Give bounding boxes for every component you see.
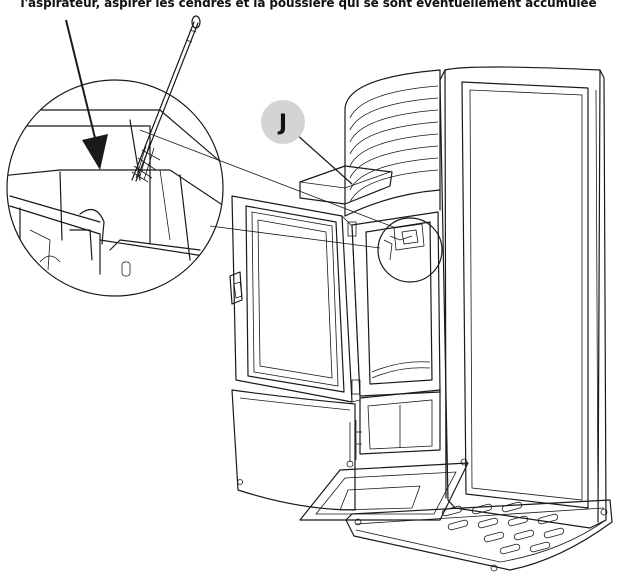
callout-label: J (277, 111, 287, 136)
cleaning-brush-icon (131, 15, 201, 183)
callout-badge-j: J (261, 100, 305, 144)
arrow-down-icon (65, 19, 108, 170)
detail-magnifier (6, 79, 397, 297)
stove-illustration (229, 66, 613, 572)
instruction-caption: l'aspirateur, aspirer les cendres et la … (20, 0, 597, 10)
